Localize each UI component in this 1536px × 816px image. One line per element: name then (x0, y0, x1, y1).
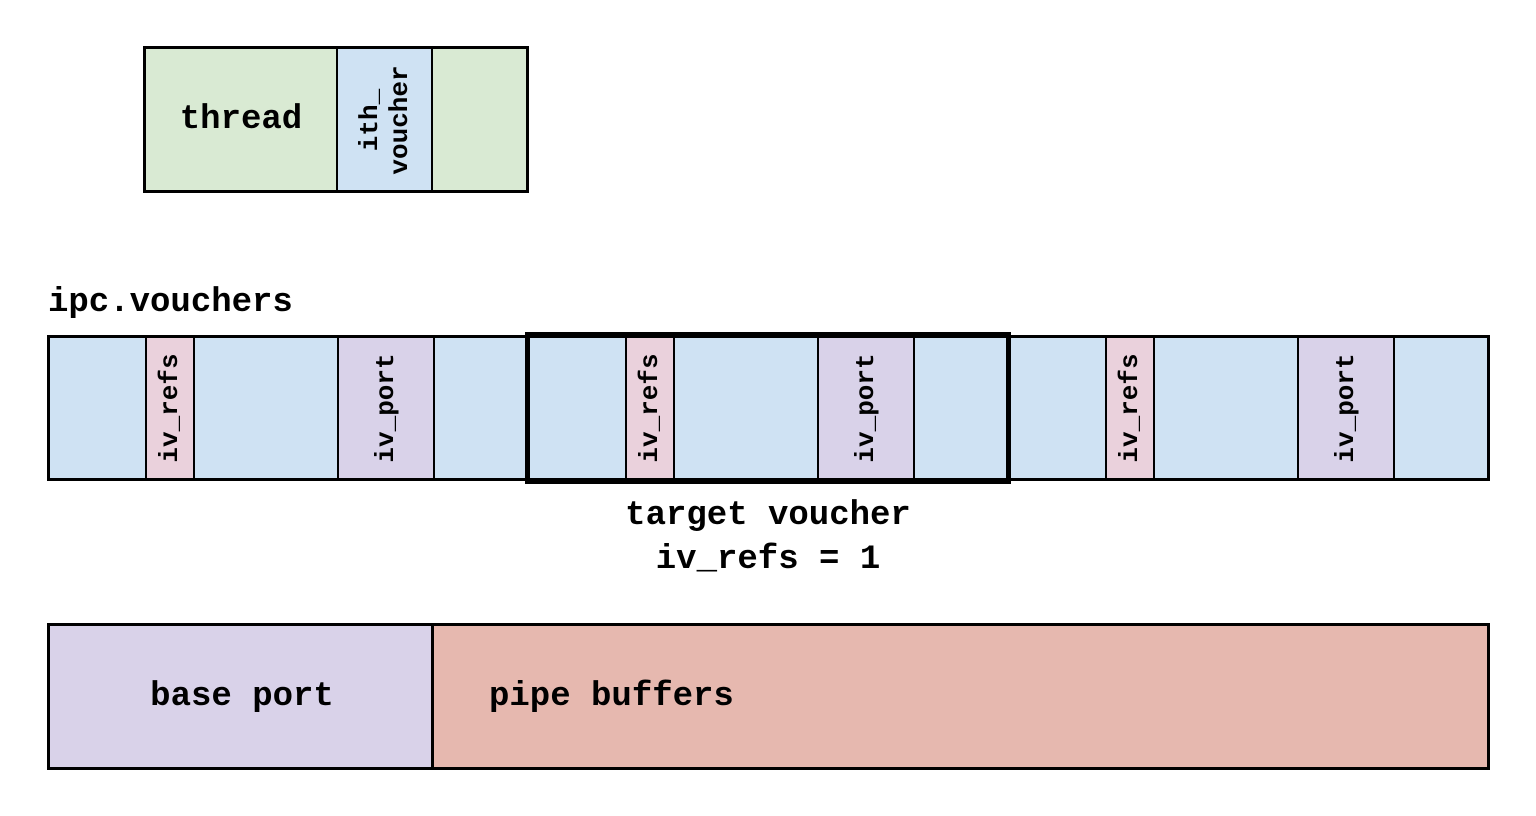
voucher-0-iv-port-field: iv_port (337, 338, 435, 478)
iv-port-label: iv_port (371, 353, 401, 463)
pipe-buffers-label: pipe buffers (489, 677, 734, 716)
voucher-1-iv-refs-field: iv_refs (625, 338, 675, 478)
pipe-buffers-block: pipe buffers (431, 623, 1490, 770)
thread-label: thread (179, 100, 303, 139)
voucher-2-iv-refs-field: iv_refs (1105, 338, 1155, 478)
iv-port-label: iv_port (1331, 353, 1361, 463)
ith-voucher-field: ith_ voucher (336, 49, 433, 190)
ith-voucher-label: ith_ voucher (355, 65, 415, 174)
target-voucher-highlight (525, 332, 1011, 484)
ith-voucher-label-line2: voucher (384, 64, 415, 175)
target-caption-line2: iv_refs = 1 (655, 541, 881, 579)
target-caption-line1: target voucher (625, 497, 911, 535)
voucher-2-iv-port-field: iv_port (1297, 338, 1395, 478)
vouchers-zone-title: ipc.vouchers (48, 284, 293, 322)
iv-refs-label: iv_refs (1115, 353, 1145, 463)
vouchers-array: iv_refs iv_port iv_refs iv_port iv_refs … (47, 335, 1490, 481)
ith-voucher-label-line1: ith_ (354, 88, 385, 151)
target-voucher-caption: target voucher iv_refs = 1 (560, 494, 976, 582)
voucher-0-iv-refs-field: iv_refs (145, 338, 195, 478)
base-port-label: base port (150, 677, 334, 716)
iv-refs-label: iv_refs (155, 353, 185, 463)
base-port-block: base port (47, 623, 434, 770)
thread-object: thread ith_ voucher (143, 46, 529, 193)
voucher-1-iv-port-field: iv_port (817, 338, 915, 478)
